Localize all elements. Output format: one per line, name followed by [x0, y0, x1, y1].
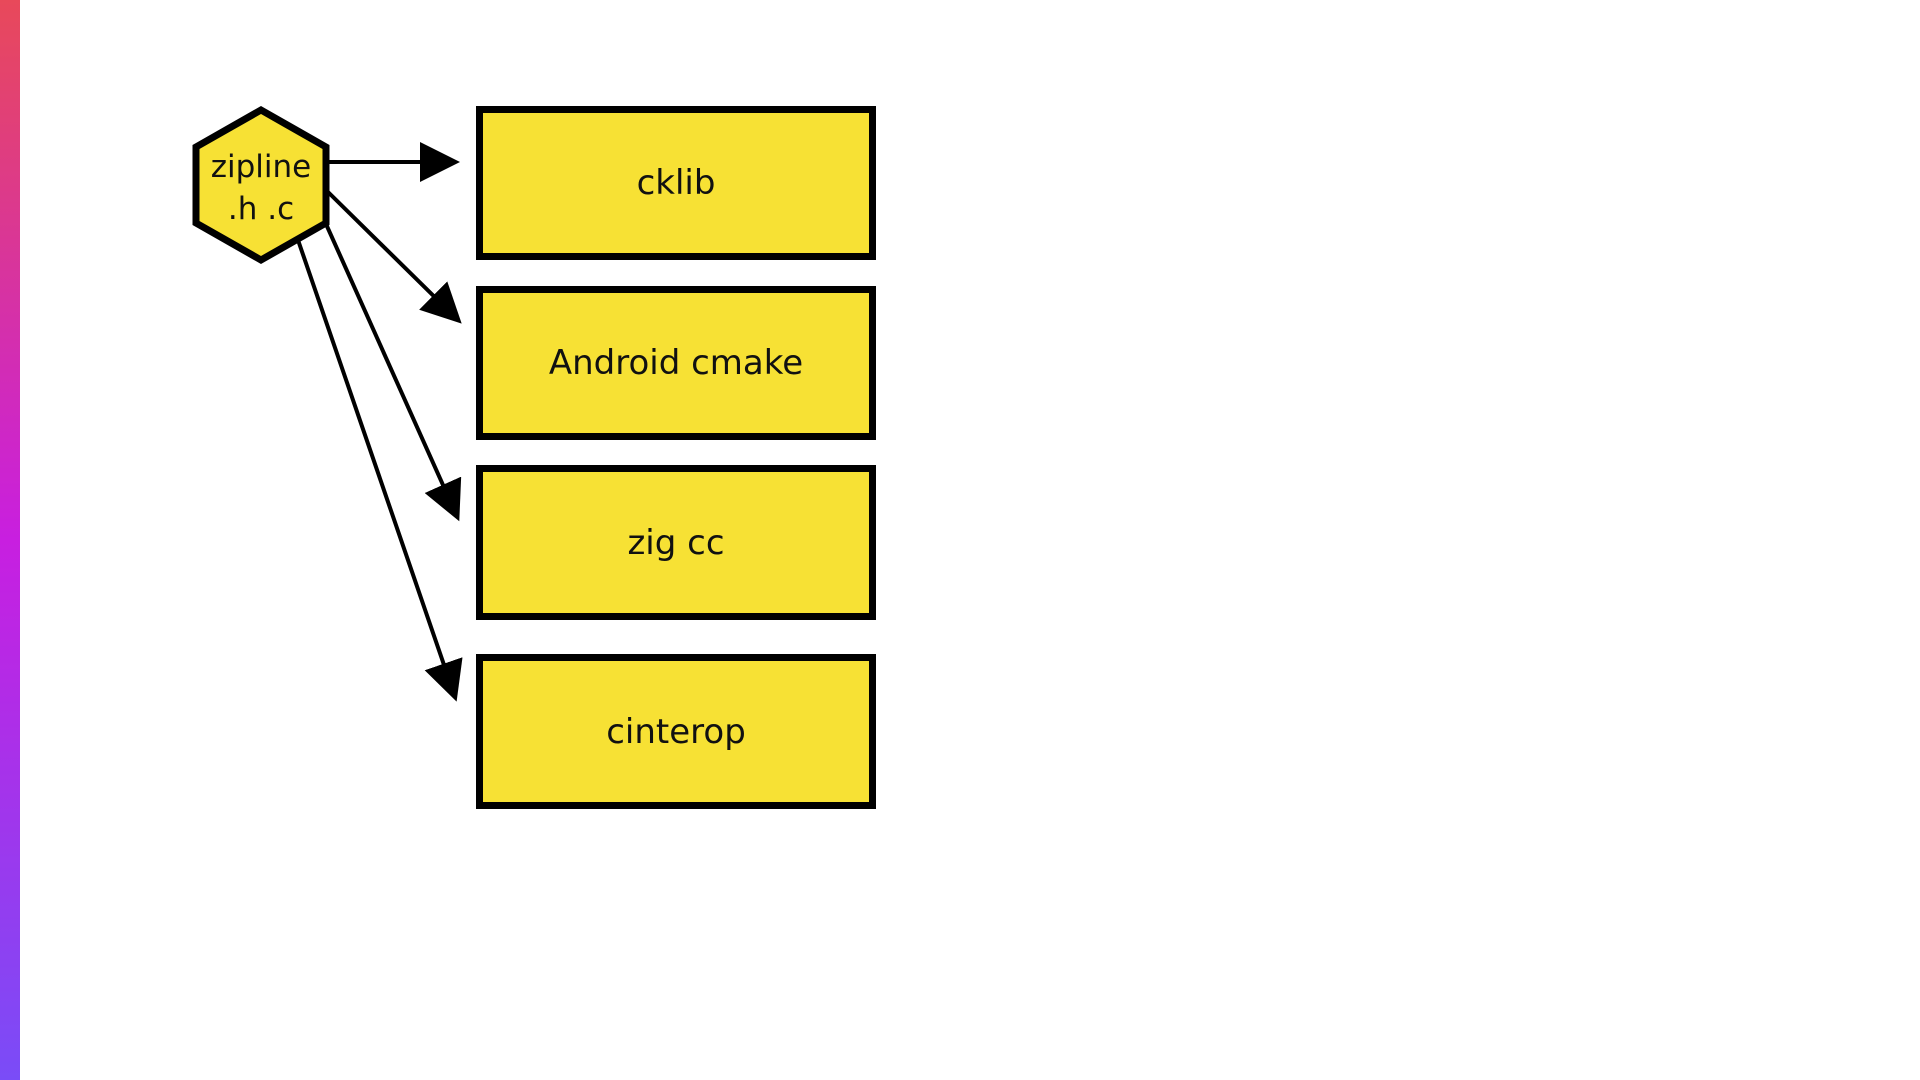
source-label-line2: .h .c	[227, 191, 295, 227]
edge-to-android-cmake	[326, 190, 462, 324]
target-label: Android cmake	[548, 343, 804, 383]
target-box-cklib: cklib	[476, 106, 876, 260]
source-label: zipline .h .c	[196, 146, 326, 230]
target-label: cklib	[636, 163, 716, 203]
target-box-zig-cc: zig cc	[476, 465, 876, 620]
edge-to-zig-cc	[324, 223, 462, 522]
target-box-cinterop: cinterop	[476, 654, 876, 809]
source-hexagon	[192, 105, 330, 265]
target-label: cinterop	[606, 711, 746, 752]
accent-bar	[0, 0, 20, 1080]
source-label-line1: zipline	[210, 149, 312, 185]
target-label: zig cc	[627, 522, 725, 563]
edge-to-cinterop	[296, 239, 463, 702]
target-box-android-cmake: Android cmake	[476, 286, 876, 440]
